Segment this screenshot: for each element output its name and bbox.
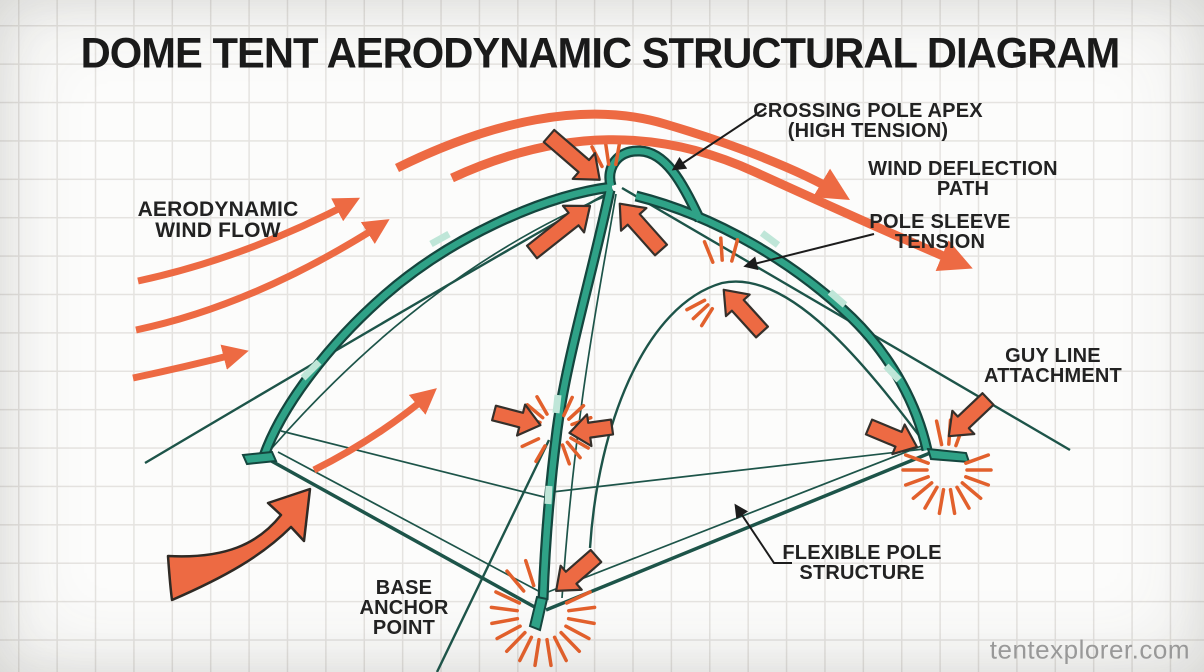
apex-leader (671, 107, 767, 171)
left-anchor-foot (241, 450, 278, 466)
front-pole (539, 189, 614, 601)
label-flexible-pole-structure: FLEXIBLE POLE STRUCTURE (782, 542, 942, 584)
right-anchor-foot (926, 447, 971, 464)
label-aerodynamic-wind-flow: AERODYNAMIC WIND FLOW (137, 198, 299, 242)
fabric-seams (271, 193, 617, 599)
door-arch (588, 280, 928, 549)
wind-deflection-arcs (395, 109, 973, 271)
sleeve-leader (743, 233, 875, 271)
ground-wind-arrow (166, 487, 312, 602)
flexible-poles (241, 145, 971, 632)
apex-tick-marks (590, 140, 622, 169)
guy-anchor-down-arrow (947, 392, 995, 438)
floor-back-right-edge (551, 448, 925, 493)
label-pole-sleeve-tension: POLE SLEEVE TENSION (869, 211, 1011, 253)
leader-lines (671, 107, 875, 564)
mid-pole-left-arrow (491, 403, 542, 437)
wind-flow-arrows (132, 197, 437, 474)
base-anchor-foot (528, 595, 549, 632)
front-guy-line (435, 439, 551, 672)
crossing-pole-apex-loop (606, 147, 703, 222)
apex-up-right-arrow (618, 202, 669, 257)
flexible-pole-leader (734, 503, 792, 564)
label-guy-line-attachment: GUY LINE ATTACHMENT (984, 345, 1122, 387)
label-base-anchor-point: BASE ANCHOR POINT (359, 577, 449, 639)
floor-right-edge (545, 451, 931, 612)
arch-tick-marks (685, 298, 715, 328)
pole-joints (300, 230, 902, 505)
mid-pole-ticks-d (520, 437, 547, 464)
watermark: tentexplorer.com (989, 634, 1190, 665)
diagram-title: DOME TENT AERODYNAMIC STRUCTURAL DIAGRAM (80, 29, 1121, 78)
mid-pole-ticks-b (560, 436, 590, 466)
apex-up-left-arrow (525, 204, 592, 260)
sleeve-tick-marks (702, 236, 740, 264)
base-anchor-starburst (489, 590, 597, 668)
label-crossing-pole-apex: CROSSING POLE APEX (HIGH TENSION) (753, 100, 983, 142)
right-pole (635, 192, 931, 451)
floor-left-hem (277, 451, 545, 595)
base-anchor-arrow (555, 548, 603, 593)
guy-anchor-right-arrow (864, 418, 919, 456)
mid-pole-right-arrow (568, 413, 615, 448)
base-anchor-starburst-upper (505, 558, 536, 593)
arch-peak-arrow (722, 288, 770, 339)
tension-arrows (491, 128, 995, 593)
floor-back-left-edge (280, 430, 549, 499)
floor-left-edge (265, 456, 541, 612)
label-wind-deflection-path: WIND DEFLECTION PATH (868, 158, 1058, 200)
apex-down-arrow (542, 128, 601, 181)
left-pole (260, 183, 613, 458)
guy-line-starburst (901, 453, 993, 516)
